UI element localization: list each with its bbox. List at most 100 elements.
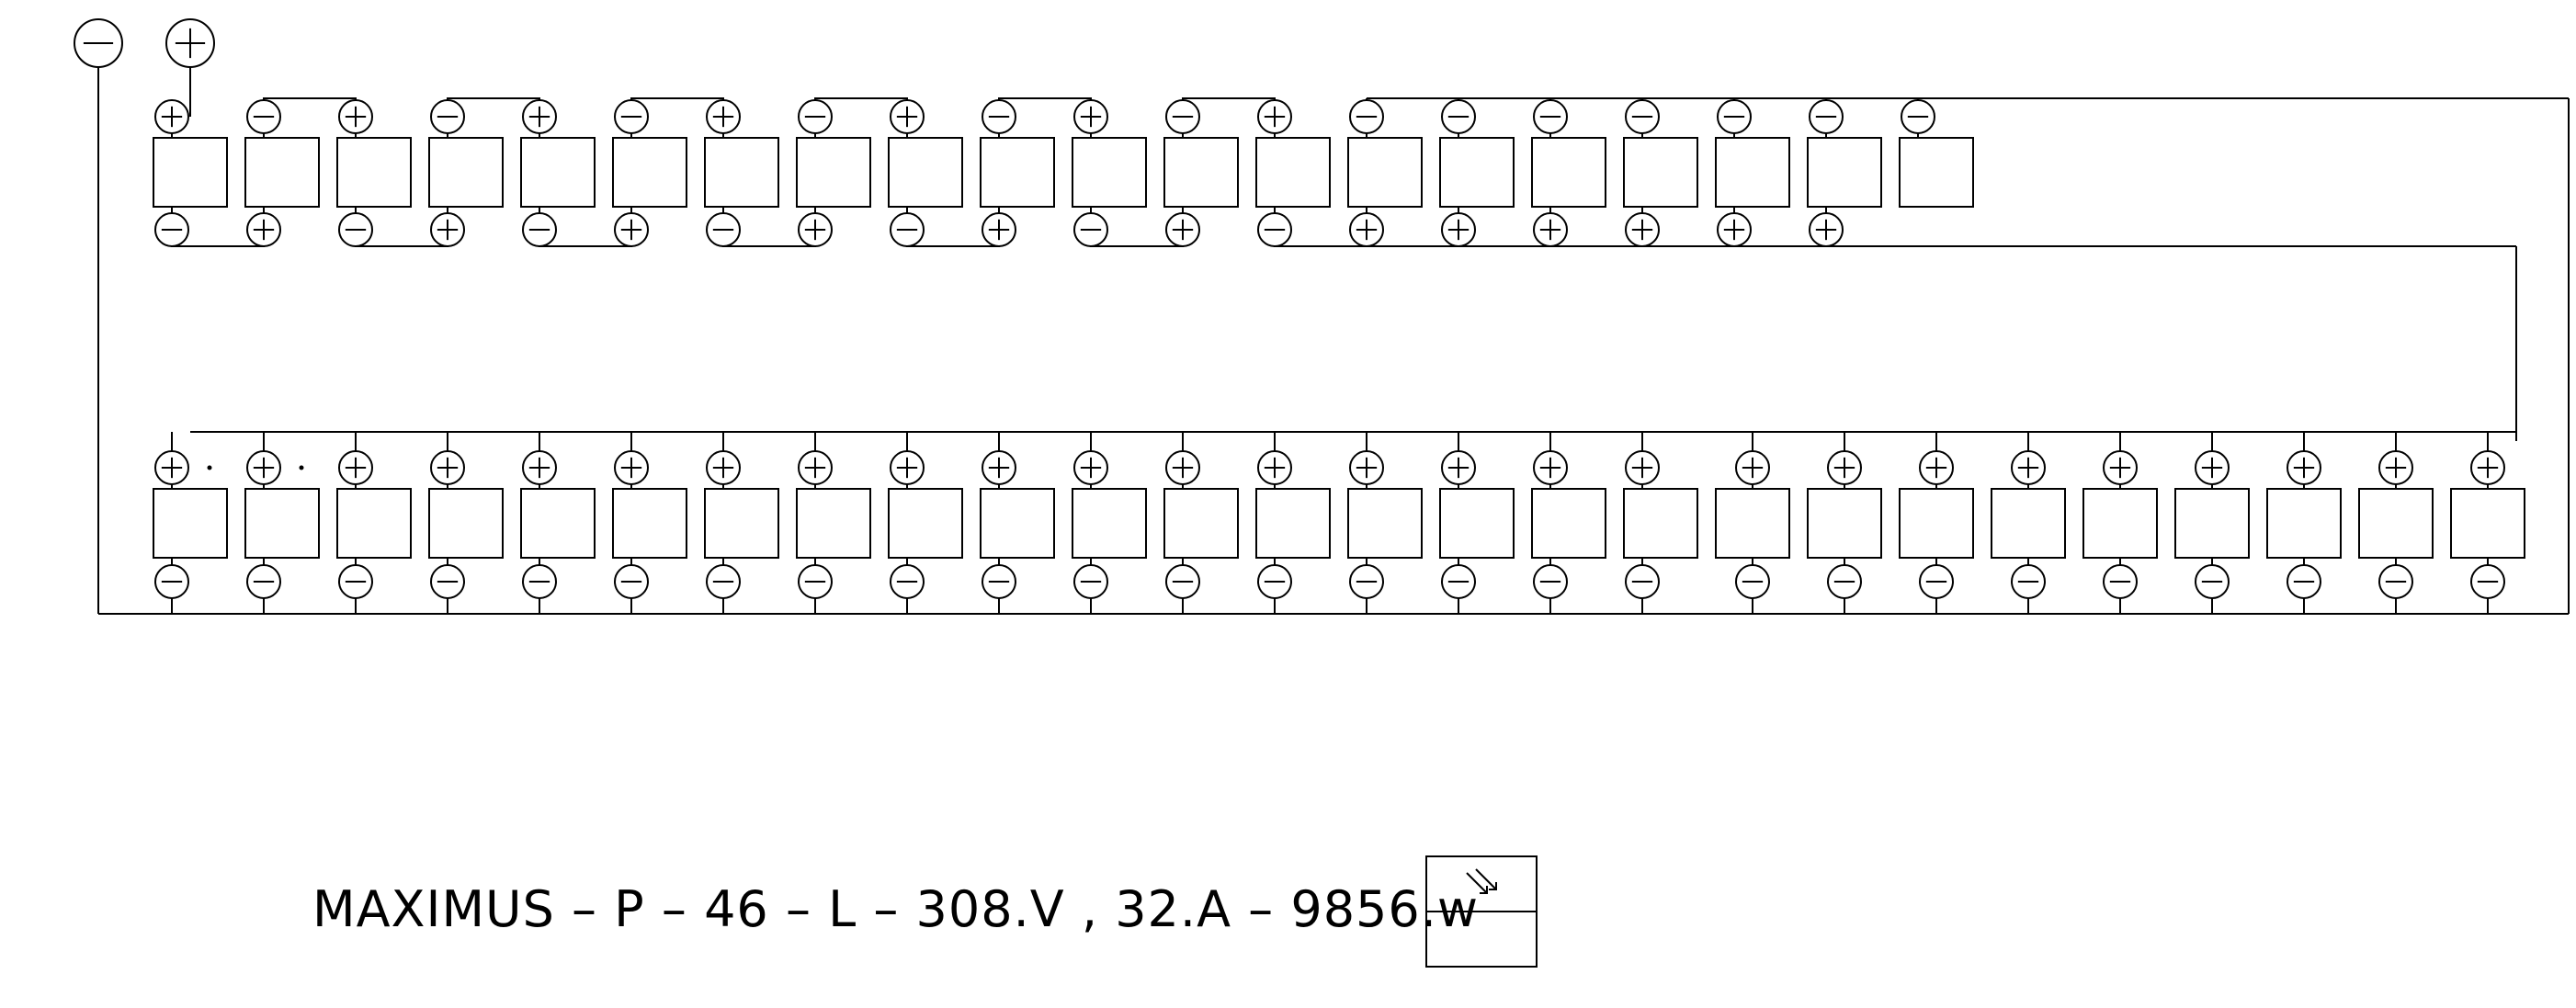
module-bottom-25 (2358, 488, 2434, 559)
module-bottom-14 (1347, 488, 1423, 559)
terminal-top-row-upper-6 (614, 99, 649, 134)
module-top-9 (888, 137, 963, 208)
terminal-bottom-row-lower-17 (1625, 564, 1660, 599)
terminal-top-row-lower-3 (338, 212, 373, 247)
terminals (74, 18, 2505, 599)
terminal-top-row-upper-19 (1809, 99, 1844, 134)
module-top-20 (1899, 137, 1974, 208)
terminal-top-row-lower-9 (890, 212, 925, 247)
terminal-bottom-row-upper-13 (1257, 450, 1292, 485)
terminal-bottom-row-upper-19 (1827, 450, 1862, 485)
terminal-top-row-lower-10 (982, 212, 1016, 247)
terminal-bottom-row-lower-1 (154, 564, 189, 599)
terminal-top-row-upper-9 (890, 99, 925, 134)
terminal-bottom-row-upper-6 (614, 450, 649, 485)
terminal-bottom-row-upper-16 (1533, 450, 1568, 485)
module-bottom-6 (612, 488, 687, 559)
terminal-bottom-row-upper-17 (1625, 450, 1660, 485)
module-top-4 (428, 137, 504, 208)
terminal-top-row-lower-11 (1073, 212, 1108, 247)
light-arrows-icon (1466, 868, 1497, 894)
terminal-top-row-lower-5 (522, 212, 557, 247)
terminal-top-row-upper-12 (1165, 99, 1200, 134)
terminal-bottom-row-upper-14 (1349, 450, 1384, 485)
module-top-13 (1255, 137, 1331, 208)
terminal-bottom-row-lower-18 (1735, 564, 1770, 599)
module-bottom-2 (244, 488, 320, 559)
terminal-top-row-upper-5 (522, 99, 557, 134)
terminal-top-row-upper-18 (1717, 99, 1752, 134)
module-bottom-16 (1531, 488, 1606, 559)
terminal-bottom-row-lower-26 (2470, 564, 2505, 599)
module-top-6 (612, 137, 687, 208)
terminal-top-row-lower-19 (1809, 212, 1844, 247)
terminal-bottom-row-upper-22 (2103, 450, 2138, 485)
terminal-bottom-row-lower-13 (1257, 564, 1292, 599)
terminal-bottom-row-upper-20 (1919, 450, 1954, 485)
system-label: MAXIMUS – P – 46 – L – 308.V , 32.A – 98… (312, 880, 1480, 938)
terminal-top-row-upper-15 (1441, 99, 1476, 134)
terminal-top-row-upper-14 (1349, 99, 1384, 134)
terminal-bottom-row-lower-25 (2378, 564, 2413, 599)
terminal-bottom-row-upper-10 (982, 450, 1016, 485)
terminal-bottom-row-upper-26 (2470, 450, 2505, 485)
terminal-bottom-row-lower-23 (2195, 564, 2230, 599)
terminal-bottom-row-upper-9 (890, 450, 925, 485)
module-bottom-17 (1623, 488, 1698, 559)
module-bottom-20 (1899, 488, 1974, 559)
terminal-top-row-upper-20 (1901, 99, 1935, 134)
module-top-11 (1072, 137, 1147, 208)
terminal-top-row-upper-3 (338, 99, 373, 134)
module-bottom-3 (336, 488, 412, 559)
modules (153, 137, 2525, 559)
module-top-2 (244, 137, 320, 208)
terminal-top-row-upper-13 (1257, 99, 1292, 134)
terminal-top-row-upper-7 (706, 99, 741, 134)
terminal-top-row-upper-1 (154, 99, 189, 134)
terminal-bottom-row-lower-5 (522, 564, 557, 599)
terminal-top-row-lower-6 (614, 212, 649, 247)
terminal-bottom-row-lower-20 (1919, 564, 1954, 599)
terminal-bottom-row-lower-7 (706, 564, 741, 599)
terminal-bottom-row-lower-9 (890, 564, 925, 599)
terminal-bottom-row-lower-12 (1165, 564, 1200, 599)
terminal-top-row-upper-16 (1533, 99, 1568, 134)
terminal-top-row-lower-1 (154, 212, 189, 247)
terminal-bottom-row-upper-2 (246, 450, 281, 485)
terminal-top-row-upper-17 (1625, 99, 1660, 134)
terminal-top-row-lower-2 (246, 212, 281, 247)
module-bottom-1 (153, 488, 228, 559)
terminal-bottom-row-upper-11 (1073, 450, 1108, 485)
terminal-bottom-row-lower-14 (1349, 564, 1384, 599)
module-bottom-26 (2450, 488, 2525, 559)
terminal-bottom-row-upper-25 (2378, 450, 2413, 485)
terminal-bottom-row-lower-21 (2011, 564, 2046, 599)
terminal-top-row-lower-12 (1165, 212, 1200, 247)
terminal-top-row-upper-2 (246, 99, 281, 134)
terminal-bottom-row-upper-24 (2287, 450, 2321, 485)
module-bottom-21 (1991, 488, 2066, 559)
terminal-top-row-upper-11 (1073, 99, 1108, 134)
dot-1 (207, 465, 212, 470)
module-top-15 (1439, 137, 1515, 208)
module-top-17 (1623, 137, 1698, 208)
terminal-top-row-lower-16 (1533, 212, 1568, 247)
terminal-bottom-row-lower-8 (798, 564, 833, 599)
terminal-bottom-row-upper-18 (1735, 450, 1770, 485)
terminal-top-row-lower-15 (1441, 212, 1476, 247)
module-bottom-8 (796, 488, 871, 559)
terminal-bottom-row-upper-5 (522, 450, 557, 485)
main-negative-terminal (74, 18, 123, 68)
terminal-bottom-row-lower-6 (614, 564, 649, 599)
terminal-bottom-row-lower-15 (1441, 564, 1476, 599)
terminal-bottom-row-lower-3 (338, 564, 373, 599)
terminal-bottom-row-upper-4 (430, 450, 465, 485)
terminal-top-row-lower-8 (798, 212, 833, 247)
module-top-7 (704, 137, 779, 208)
terminal-top-row-lower-17 (1625, 212, 1660, 247)
terminal-top-row-lower-13 (1257, 212, 1292, 247)
module-bottom-19 (1807, 488, 1882, 559)
module-bottom-9 (888, 488, 963, 559)
module-top-18 (1715, 137, 1790, 208)
